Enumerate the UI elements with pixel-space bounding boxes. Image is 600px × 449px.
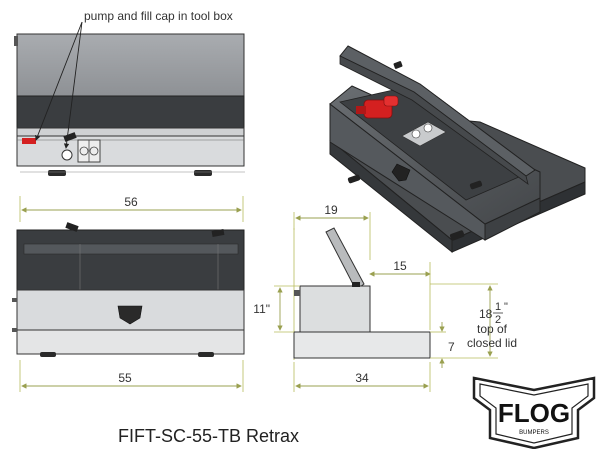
foot-right	[194, 170, 212, 176]
box-body-dark	[16, 95, 245, 129]
latch-left	[65, 222, 79, 232]
iso-emblem	[391, 163, 411, 182]
callout-label: pump and fill cap in tool box	[84, 9, 233, 23]
dimension-56	[19, 196, 244, 222]
dim-total-height: 18 1 2 " top of closed lid	[467, 301, 517, 350]
isometric-view	[329, 45, 586, 254]
model-title: FIFT-SC-55-TB Retrax	[118, 426, 299, 446]
iso-fill-cap-tray	[401, 121, 447, 147]
front-view-closed	[12, 222, 245, 357]
brand-logo: FLOG BUMPERS	[472, 376, 596, 449]
logo-subtext: BUMPERS	[519, 430, 549, 436]
box-rim	[16, 127, 245, 137]
side-box	[299, 285, 371, 333]
dim-total-height-den: 2	[495, 314, 501, 326]
dim-base-depth: 34	[355, 371, 369, 385]
box-lower-body	[16, 135, 245, 167]
side-lid-open	[325, 227, 365, 291]
dim-bottom-width: 55	[118, 371, 132, 385]
dim-base-height: 7	[448, 340, 455, 354]
dimension-55	[19, 360, 244, 392]
raised-lid-panel	[16, 33, 245, 97]
logo-wordmark: FLOG	[498, 398, 570, 428]
fill-cap	[61, 149, 73, 161]
lid-hinge-left	[14, 36, 18, 46]
dim-top-width: 56	[124, 195, 138, 209]
dim-total-height-note-1: top of	[477, 322, 508, 336]
closed-lid-body	[16, 229, 245, 291]
dim-depth: 19	[324, 203, 338, 217]
foot-left	[48, 170, 66, 176]
emblem-front	[117, 305, 143, 325]
dim-box-height: 11"	[253, 302, 270, 316]
pump-front-view	[22, 138, 36, 144]
dim-total-height-whole: 18	[479, 307, 493, 321]
closed-base	[16, 329, 245, 355]
front-view-open	[14, 21, 245, 176]
callout-leader-pump	[35, 21, 83, 141]
dim-total-height-note-2: closed lid	[467, 336, 517, 350]
callout-leader-cap	[63, 21, 83, 149]
latch-right	[211, 229, 225, 237]
dim-lid-offset: 15	[393, 259, 407, 273]
dim-total-height-num: 1	[495, 301, 501, 313]
side-view	[274, 212, 498, 392]
dim-total-height-unit: "	[504, 301, 508, 313]
side-base	[293, 331, 431, 359]
